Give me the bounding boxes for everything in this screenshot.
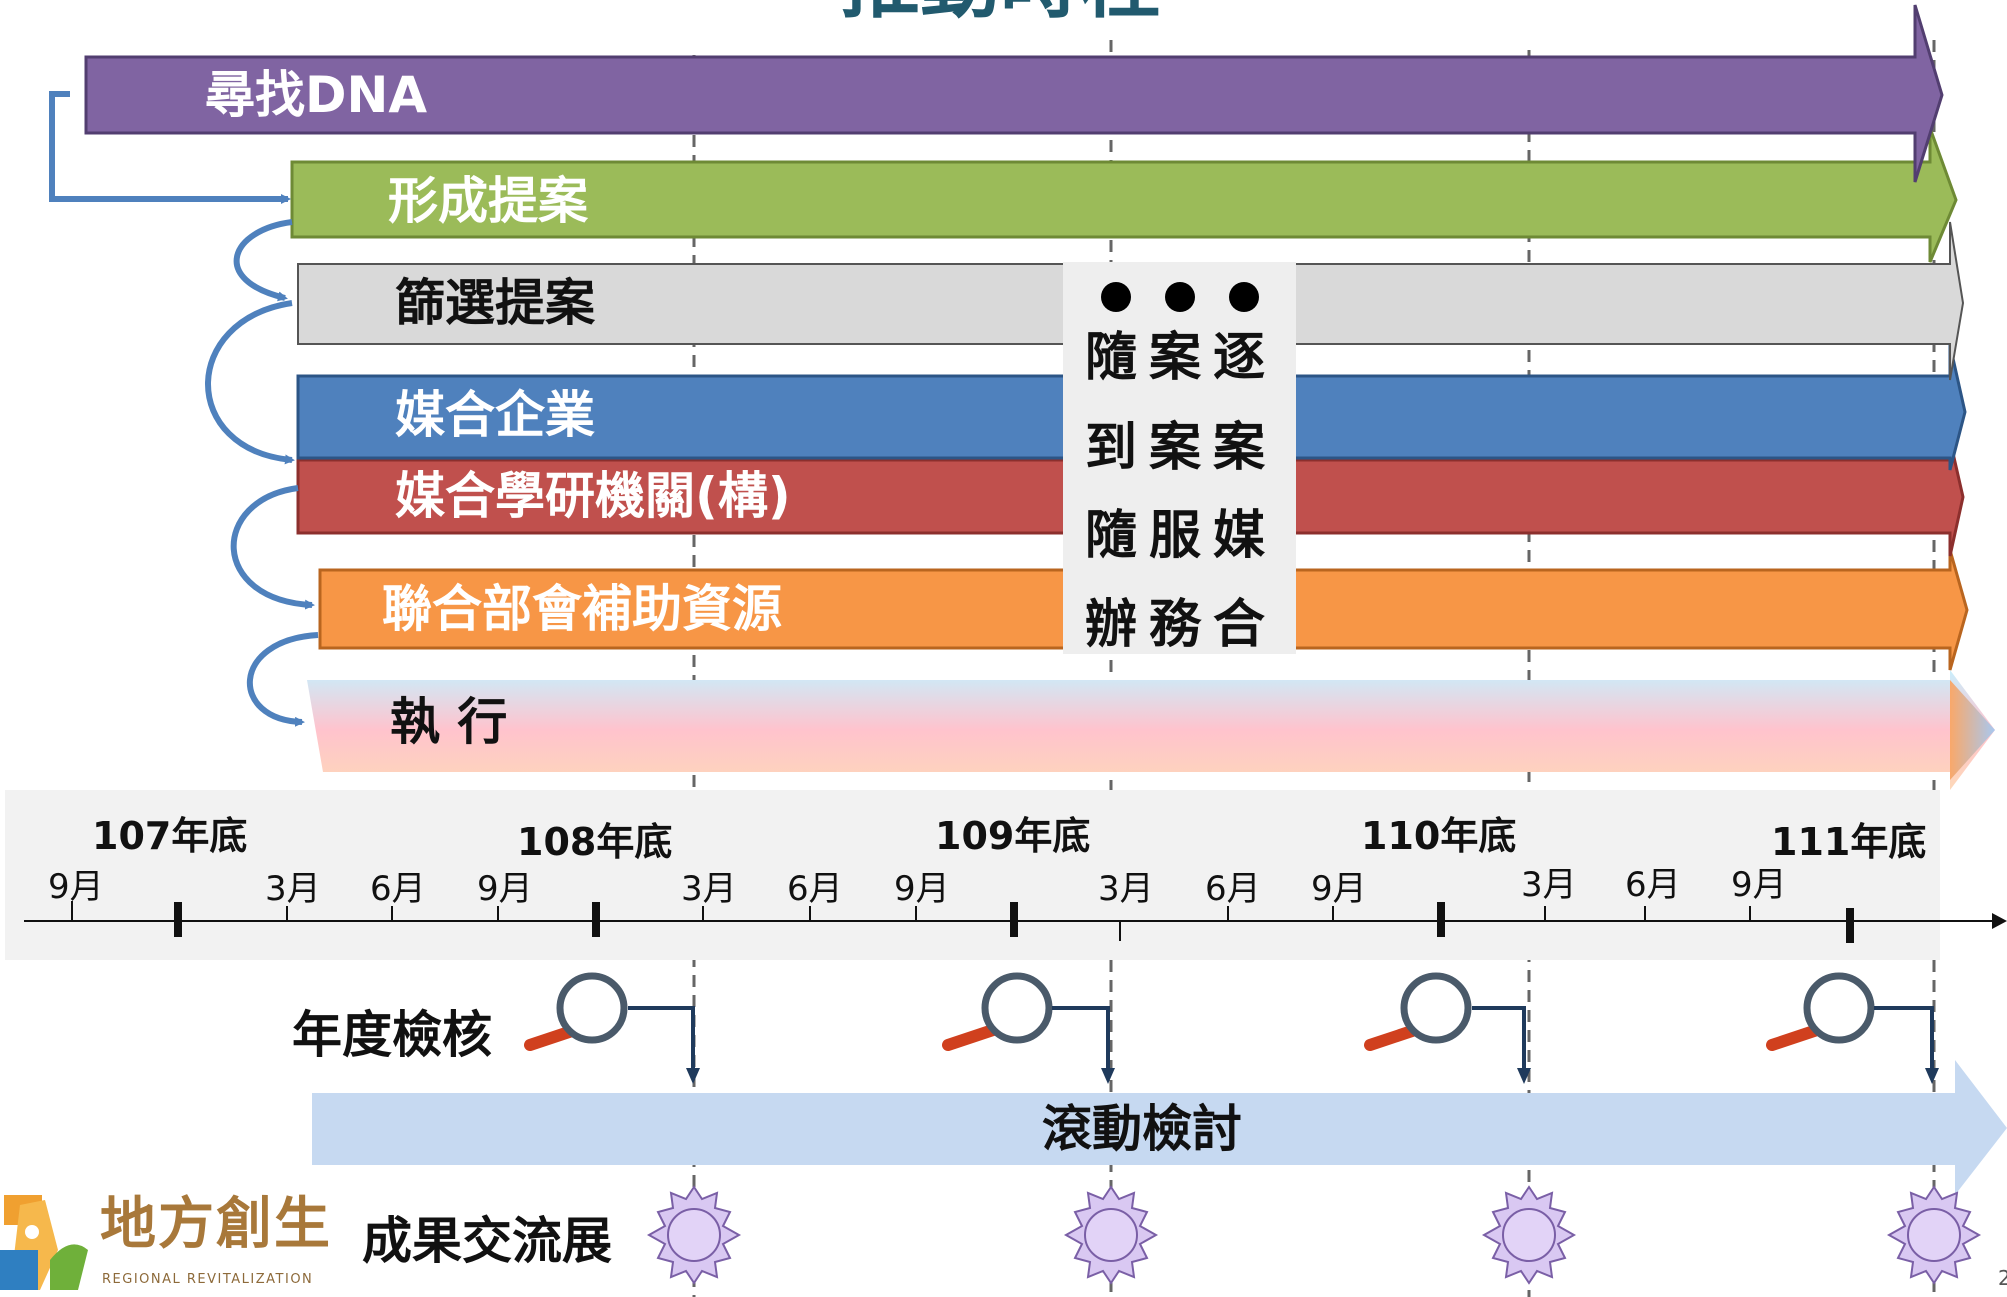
month-label: 9月 [1731,865,1787,905]
bar-purple [84,4,1944,183]
bar-label-enterprise: 媒合企業 [395,386,595,444]
timeline-major-ticks [174,902,1854,943]
note-box: 隨案逐 到案案 隨服媒 辦務合 [1063,262,1296,654]
month-label: 6月 [1625,865,1681,905]
logo-mark-icon [0,1195,88,1290]
exhibition-label: 成果交流展 [362,1212,612,1270]
month-label: 9月 [894,869,950,909]
timeline-arrowhead [1992,913,2007,929]
magnifier-icon-2 [942,972,1115,1084]
note-line-3: 隨服媒 [1085,506,1278,566]
sun-icon-4 [1886,1185,1982,1285]
connector-arrow-1 [49,91,291,204]
logo-subtitle: REGIONAL REVITALIZATION [102,1272,314,1287]
timeline-band [5,790,1940,960]
sun-icon-1 [646,1185,742,1285]
month-label: 6月 [1205,869,1261,909]
month-label: 3月 [1521,865,1577,905]
bar-label-dna: 尋找DNA [205,66,428,124]
connector-arrow-3 [205,300,295,465]
month-label: 3月 [1098,869,1154,909]
year-label-110: 110年底 [1361,814,1517,858]
note-line-4: 辦務合 [1085,595,1278,655]
magnifier-icon-4 [1766,972,1939,1084]
year-label-108: 108年底 [517,820,673,864]
month-label: 9月 [477,869,533,909]
month-label: 6月 [787,869,843,909]
note-line-2: 到案案 [1085,418,1278,478]
sun-icon-3 [1481,1185,1577,1285]
magnifier-icon-1 [524,972,700,1084]
bar-label-subsidy: 聯合部會補助資源 [382,580,782,638]
page-number: 2 [1998,1266,2007,1290]
month-label: 9月 [1311,869,1367,909]
sun-icon-2 [1063,1185,1159,1285]
rolling-review-label: 滾動檢討 [1042,1100,1242,1158]
bar-label-academia: 媒合學研機關(構) [395,467,791,525]
connector-arrow-4 [230,485,315,610]
annual-review-label: 年度檢核 [292,1006,492,1064]
dot-icon [1165,282,1195,312]
bar-label-execution: 執 行 [390,693,508,751]
month-label: 6月 [370,869,426,909]
timeline-minor-ticks [71,901,1751,941]
month-label: 3月 [265,869,321,909]
rolling-review-arrow [312,1060,2007,1195]
month-label: 9月 [48,867,104,907]
year-label-109: 109年底 [935,814,1091,858]
year-label-111: 111年底 [1771,820,1927,864]
dot-icon [1229,282,1259,312]
bar-exec-tip [1950,680,1995,780]
bar-exec [307,670,1995,790]
connector-arrow-2 [233,219,293,302]
month-label: 3月 [681,869,737,909]
bar-green [290,127,1958,263]
slide-title: 推動時程 [840,0,1160,29]
note-line-1: 隨案逐 [1085,328,1278,388]
magnifier-icon-3 [1364,972,1531,1084]
bar-label-proposal: 形成提案 [388,172,588,230]
connector-arrow-5 [247,632,319,727]
bar-label-screening: 篩選提案 [395,274,595,332]
logo-text: 地方創生 [100,1191,332,1257]
year-label-107: 107年底 [92,814,248,858]
dot-icon [1101,282,1131,312]
